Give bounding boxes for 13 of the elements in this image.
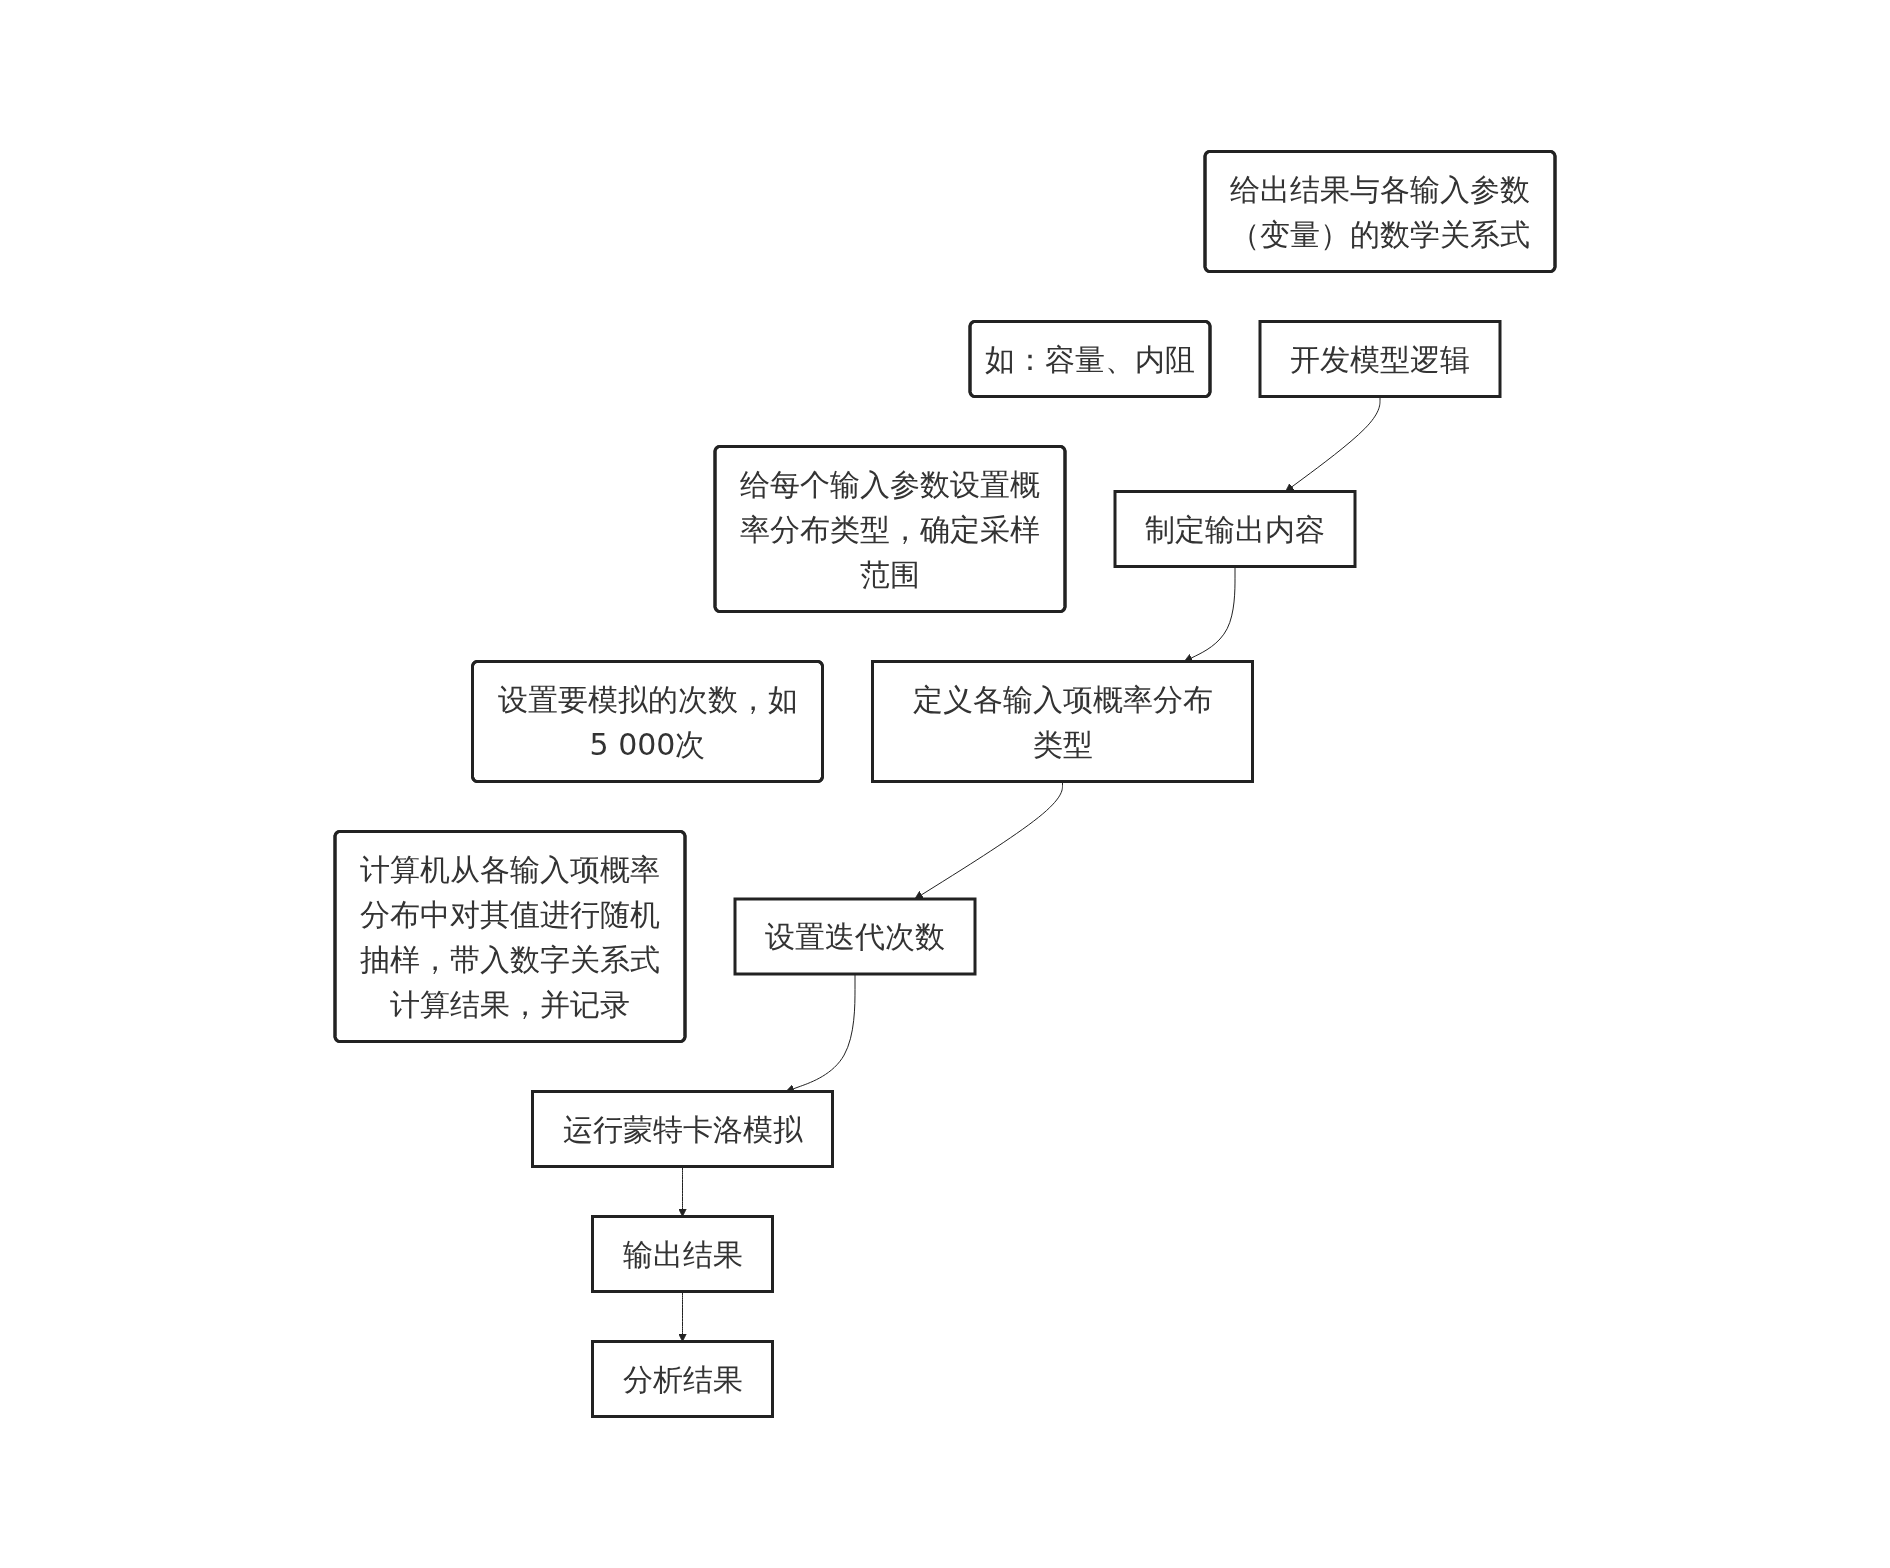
node-box: 开发模型逻辑: [1258, 320, 1502, 398]
node-box: 分析结果: [591, 1340, 774, 1418]
node-box: 制定输出内容: [1113, 490, 1357, 568]
arrow: [1183, 566, 1236, 662]
node-box: 定义各输入项概率分布类型: [871, 660, 1254, 783]
arrow: [1285, 396, 1381, 492]
arrow: [914, 781, 1063, 900]
arrow: [678, 1291, 687, 1342]
node-box: 设置迭代次数: [733, 897, 977, 976]
node-box: 运行蒙特卡洛模拟: [531, 1090, 834, 1168]
arrow: [678, 1166, 687, 1217]
node-text: 设置要模拟的次数，如5 000次: [497, 681, 798, 762]
node-box: 输出结果: [591, 1215, 774, 1293]
